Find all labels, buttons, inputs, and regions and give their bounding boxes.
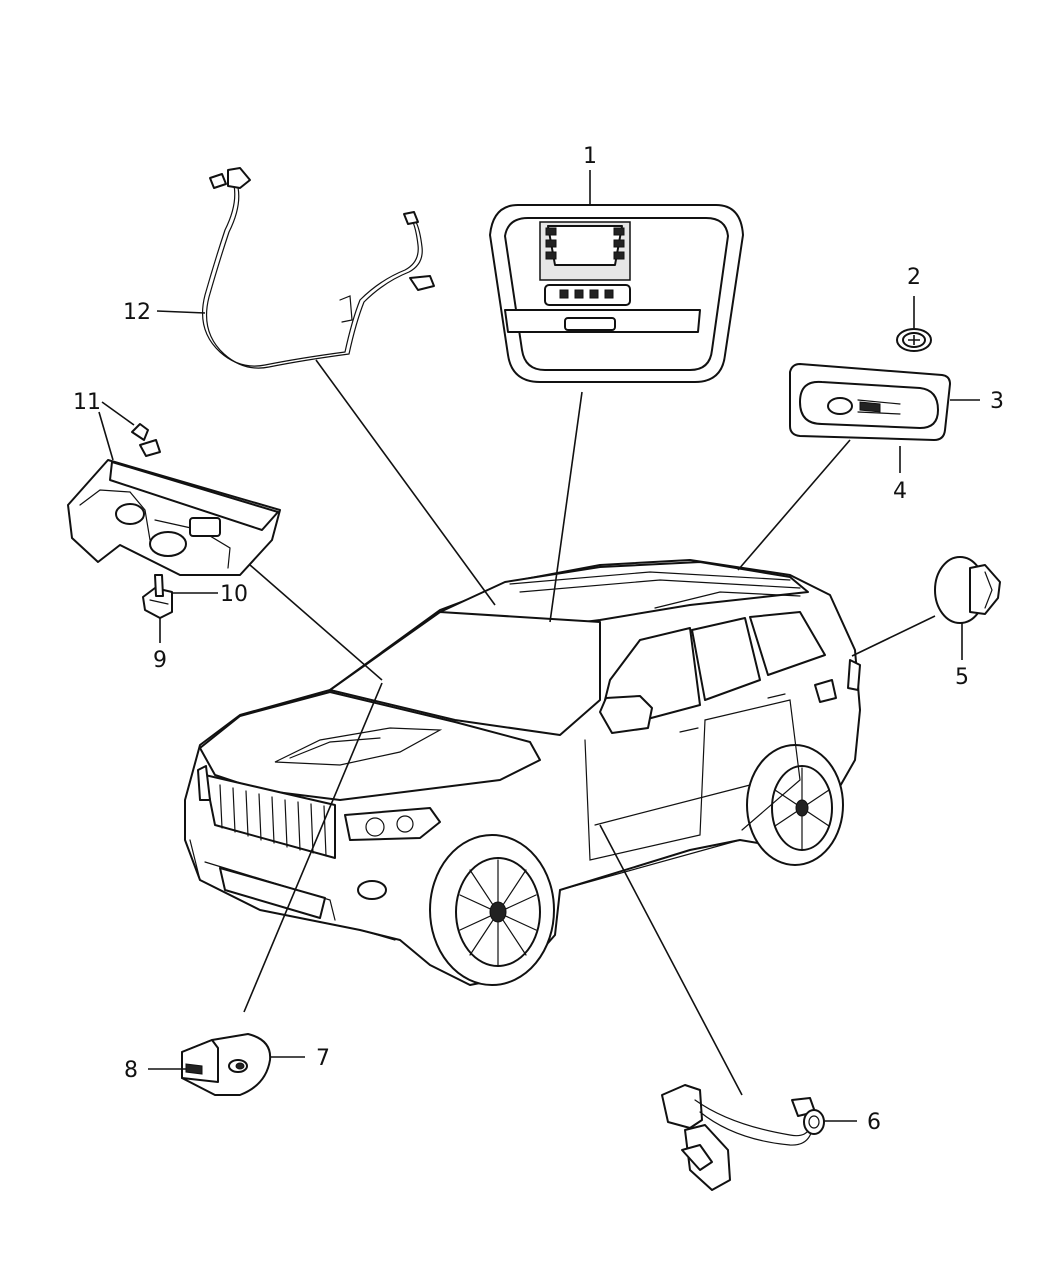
map-lamp-assembly-part <box>67 423 281 576</box>
leader-line-7b <box>243 682 383 1013</box>
door-harness-part <box>661 1084 825 1191</box>
callout-3: 3 <box>990 389 1004 414</box>
leader-line-12 <box>156 310 206 314</box>
callout-9: 9 <box>153 648 167 673</box>
button-part <box>896 328 932 352</box>
callout-5: 5 <box>955 665 969 690</box>
callout-1: 1 <box>583 144 597 169</box>
vehicle <box>184 559 861 986</box>
leader-line-4b <box>737 439 851 571</box>
leader-line-5b <box>851 615 936 657</box>
callout-11: 11 <box>73 390 101 415</box>
leader-line-11c <box>249 564 383 681</box>
cargo-lamp-part <box>934 556 1001 624</box>
callout-4: 4 <box>893 479 907 504</box>
callout-7: 7 <box>316 1046 330 1071</box>
bulb-socket-part <box>142 574 173 619</box>
callout-2: 2 <box>907 265 921 290</box>
callout-6: 6 <box>867 1110 881 1135</box>
callout-8: 8 <box>124 1058 138 1083</box>
leader-line-6b <box>599 824 743 1096</box>
callout-12: 12 <box>123 300 151 325</box>
leader-line-12b <box>315 359 496 606</box>
leader-line-11b <box>101 401 135 426</box>
callout-labels: 1 2 3 4 5 6 7 8 9 10 11 12 <box>73 144 1004 1135</box>
lamp-housing-part <box>789 363 951 441</box>
lamp-part <box>181 1033 272 1096</box>
wiring-harness-part <box>202 167 435 369</box>
overhead-console-part <box>489 204 744 383</box>
leader-line-11a <box>98 411 114 461</box>
leader-lines <box>98 170 980 1122</box>
leader-line-1b <box>549 391 583 623</box>
callout-10: 10 <box>220 582 248 607</box>
